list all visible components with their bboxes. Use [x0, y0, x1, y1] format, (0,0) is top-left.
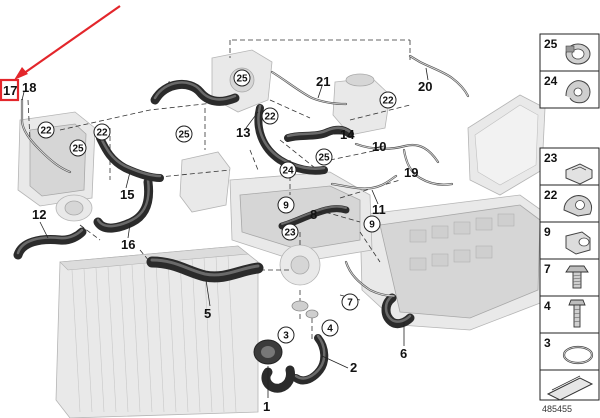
clip-icon	[565, 80, 591, 104]
bubble-22-b[interactable]: 22	[93, 123, 111, 141]
svg-text:17: 17	[3, 83, 17, 98]
svg-text:22: 22	[96, 128, 108, 139]
holder-icon	[563, 195, 593, 217]
clamp-part	[291, 300, 319, 319]
callout-2[interactable]: 2	[350, 360, 357, 375]
bracket-center	[179, 151, 231, 213]
leader-lines	[21, 67, 429, 398]
svg-text:22: 22	[544, 188, 558, 202]
svg-text:9: 9	[544, 225, 551, 239]
callout-numbers: 1 2 5 6 8 10 11 12 13 14 15 16 18 19 20 …	[22, 74, 432, 414]
side-item-9[interactable]: 9	[539, 221, 600, 260]
diagram-reference-number: 485455	[542, 404, 572, 414]
svg-text:25: 25	[72, 144, 84, 155]
bubble-4[interactable]: 4	[321, 319, 339, 337]
side-item-24[interactable]: 24	[539, 70, 600, 109]
electric-pump-left	[55, 194, 93, 222]
callout-6[interactable]: 6	[400, 346, 407, 361]
svg-text:4: 4	[327, 324, 333, 335]
callout-10[interactable]: 10	[372, 139, 386, 154]
callout-17-highlighted[interactable]: 17	[0, 78, 20, 102]
thermostat-housing-top	[332, 73, 391, 136]
bubble-24[interactable]: 24	[279, 161, 297, 179]
expansion-tank	[467, 94, 546, 196]
callout-8[interactable]: 8	[310, 207, 317, 222]
side-item-22[interactable]: 22	[539, 184, 600, 223]
engine-block-right	[359, 194, 549, 331]
svg-text:25: 25	[544, 37, 558, 51]
callout-13[interactable]: 13	[236, 125, 250, 140]
bracket-clip-icon	[565, 163, 593, 185]
connector-icon	[565, 231, 591, 255]
side-item-25[interactable]: 25	[539, 33, 600, 72]
svg-text:23: 23	[544, 151, 558, 165]
gasket-strip-icon	[546, 375, 594, 401]
bubble-22-c[interactable]: 22	[379, 91, 397, 109]
callout-12[interactable]: 12	[32, 207, 46, 222]
hose-clamp-icon	[565, 43, 591, 65]
svg-text:23: 23	[284, 228, 296, 239]
callout-20[interactable]: 20	[418, 79, 432, 94]
bubble-9-a[interactable]: 9	[277, 196, 295, 214]
bubble-7[interactable]: 7	[341, 293, 359, 311]
callout-19[interactable]: 19	[404, 165, 418, 180]
svg-text:7: 7	[347, 298, 353, 309]
bubble-22-d[interactable]: 22	[261, 107, 279, 125]
side-panel: 25 24 23 22	[539, 33, 600, 401]
callout-18[interactable]: 18	[22, 80, 36, 95]
svg-text:9: 9	[369, 220, 375, 231]
svg-text:22: 22	[40, 126, 52, 137]
bubble-25-d[interactable]: 25	[315, 148, 333, 166]
callout-1[interactable]: 1	[263, 399, 270, 414]
svg-text:25: 25	[178, 130, 190, 141]
bubble-9-b[interactable]: 9	[363, 215, 381, 233]
svg-text:9: 9	[283, 201, 289, 212]
bubble-25-b[interactable]: 25	[175, 125, 193, 143]
svg-text:25: 25	[318, 153, 330, 164]
bubble-25-a[interactable]: 25	[233, 69, 251, 87]
svg-text:24: 24	[544, 74, 558, 88]
callout-5[interactable]: 5	[204, 306, 211, 321]
callout-21[interactable]: 21	[316, 74, 330, 89]
hoses	[13, 80, 415, 393]
svg-text:22: 22	[264, 112, 276, 123]
bubble-22-a[interactable]: 22	[37, 121, 55, 139]
hose-band-clamp-icon	[562, 345, 594, 365]
svg-text:3: 3	[544, 336, 551, 350]
side-item-3[interactable]: 3	[539, 332, 600, 371]
svg-text:25: 25	[236, 74, 248, 85]
callout-16[interactable]: 16	[121, 237, 135, 252]
side-item-gasket[interactable]	[539, 369, 600, 401]
svg-text:22: 22	[382, 96, 394, 107]
bolt-icon	[565, 265, 589, 289]
svg-text:24: 24	[282, 166, 294, 177]
highlight-box	[0, 78, 20, 102]
bubble-3[interactable]: 3	[277, 326, 295, 344]
bubble-25-c[interactable]: 25	[69, 139, 87, 157]
svg-text:3: 3	[283, 331, 289, 342]
side-item-4[interactable]: 4	[539, 295, 600, 334]
svg-text:4: 4	[544, 299, 551, 313]
red-arrow-icon	[14, 5, 121, 80]
callout-11[interactable]: 11	[372, 202, 386, 217]
pipes	[20, 54, 470, 298]
side-item-23[interactable]: 23	[539, 147, 600, 186]
callout-15[interactable]: 15	[120, 187, 134, 202]
screw-icon	[568, 299, 586, 328]
bubble-23[interactable]: 23	[281, 223, 299, 241]
callout-14[interactable]: 14	[340, 127, 355, 142]
side-item-7[interactable]: 7	[539, 258, 600, 297]
svg-text:7: 7	[544, 262, 551, 276]
